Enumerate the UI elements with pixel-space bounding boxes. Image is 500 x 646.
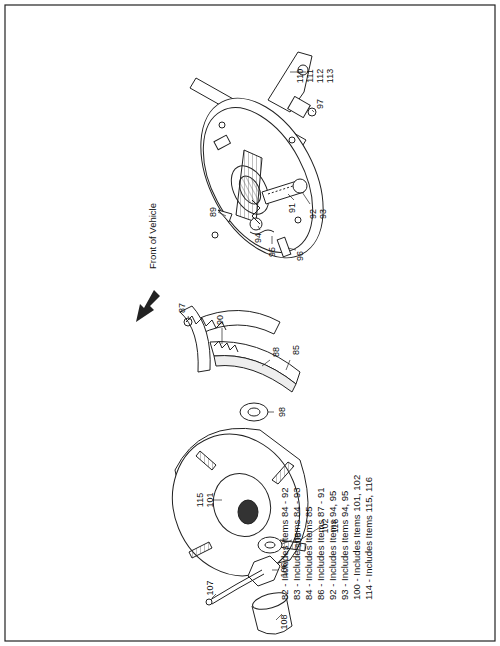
callout-number: 91 [288,203,297,213]
note-line: 83 - Includes Items 84 - 93 [292,488,302,600]
note-line: 100 - Includes Items 101, 102 [352,475,362,600]
note-line: 84 - Includes Items 85 [304,507,314,600]
note-line: 82 - Includes Items 84 - 92 [280,488,290,600]
callout-number: 92 [309,209,318,219]
brake-shoes [180,306,300,392]
note-line: 86 - Includes Items 87 - 91 [316,488,326,600]
backing-plate [176,78,349,279]
callout-number: 94 [254,233,263,243]
callout-number: 90 [216,315,225,325]
note-line: 92 - Includes Items 94, 95 [328,491,338,600]
direction-label: Front of Vehicle [148,203,158,269]
callout-number: 88 [272,347,281,357]
callout-number: 93 [319,209,328,219]
callout-number: 101 [206,492,215,507]
callout-number: 115 [196,493,205,507]
callout-number: 110 [296,69,305,83]
callout-number: 89 [209,207,218,217]
callout-number: 98 [278,407,287,417]
callout-number: 111 [306,69,315,83]
callout-number: 96 [296,251,305,261]
page-border [5,5,495,641]
callout-number: 108 [280,614,289,629]
adjuster-assembly [218,179,307,257]
callout-number: 97 [316,99,325,109]
springs [184,316,238,352]
callout-number: 87 [178,303,187,313]
leader-lines [188,72,322,620]
washer [240,403,268,421]
callout-number: 113 [326,69,335,83]
note-line: 114 - Includes Items 115, 116 [364,477,374,600]
callout-number: 107 [206,580,215,595]
direction-arrow [136,290,160,322]
callout-number: 85 [292,345,301,355]
note-line: 93 - Includes Items 94, 95 [340,491,350,600]
callout-number: 95 [268,247,277,257]
callout-number: 112 [316,69,325,83]
